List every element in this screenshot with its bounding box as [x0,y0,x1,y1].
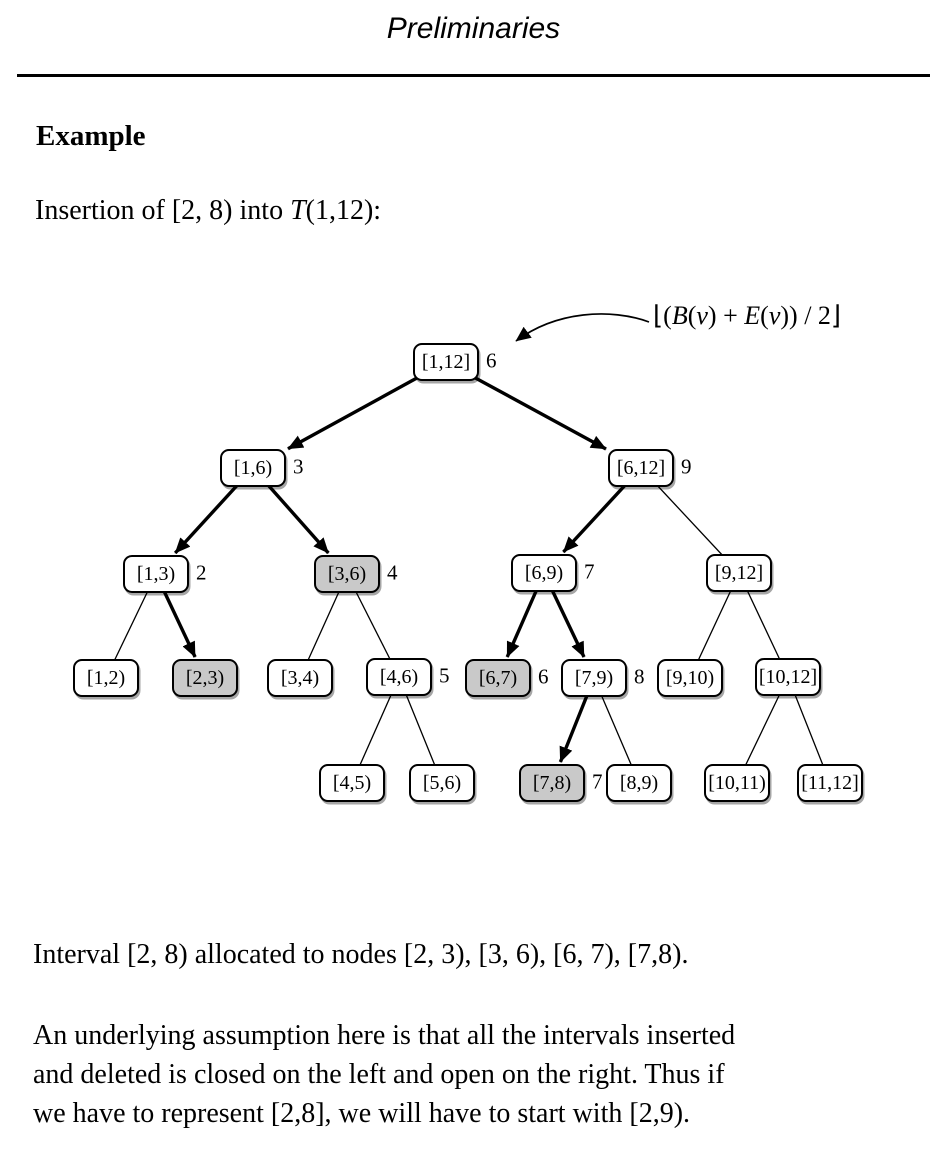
node-midpoint-label: 7 [584,559,595,584]
formula-part: )) / 2 [780,301,831,330]
formula-part: ⌊( [653,301,672,330]
node-interval-box: [11,12] [797,764,863,802]
node-midpoint-label: 5 [439,663,450,688]
node-interval-box: [6,7) [465,659,531,697]
section-heading: Example [36,120,146,152]
node-interval-box: [9,12] [706,554,772,592]
node-midpoint-label: 6 [538,664,549,689]
node-interval-box: [5,6) [409,764,475,802]
node-interval-box: [3,4) [267,659,333,697]
intro-prefix: Insertion of [2, 8) into [35,195,291,226]
formula-part: B [671,301,688,330]
intro-line: Insertion of [2, 8) into T(1,12): [35,195,381,227]
assumption-line-1: An underlying assumption here is that al… [33,1020,736,1051]
node-interval-box: [2,3) [172,659,238,697]
node-interval-box: [3,6) [314,555,380,593]
node-interval-box: [1,3) [123,555,189,593]
node-interval-box: [1,12] [413,343,479,381]
header-rule [17,74,930,77]
node-interval-box: [7,8) [519,764,585,802]
node-interval-box: [10,11) [704,764,770,802]
formula-part: ( [760,301,769,330]
node-midpoint-label: 3 [293,454,304,479]
formula-part: ( [687,301,697,330]
assumption-line-3: we have to represent [2,8], we will have… [33,1098,691,1129]
assumption-line-2: and deleted is closed on the left and op… [33,1059,725,1090]
page-title: Preliminaries [386,12,561,45]
node-interval-box: [1,6) [220,449,286,487]
formula-part: v [696,301,708,330]
formula-part: E [744,301,761,330]
node-interval-box: [6,9) [511,554,577,592]
formula-part: v [768,301,781,330]
allocation-text: Interval [2, 8) allocated to nodes [2, 3… [33,939,689,970]
node-interval-box: [4,6) [366,658,432,696]
node-midpoint-label: 8 [634,664,645,689]
node-midpoint-label: 4 [387,560,398,585]
formula-part: ) [707,301,717,330]
node-midpoint-label: 6 [486,348,497,373]
node-interval-box: [6,12] [608,449,674,487]
formula-part: ⌋ [830,301,842,330]
node-interval-box: [10,12] [755,658,821,696]
intro-tree-symbol: T [290,195,306,226]
node-midpoint-label: 2 [196,560,207,585]
assumption-text: An underlying assumption here is that al… [33,1016,735,1133]
node-interval-box: [4,5) [319,764,385,802]
intro-suffix: (1,12): [305,195,382,226]
node-midpoint-label: 7 [592,769,603,794]
formula-part: + [716,301,745,330]
node-interval-box: [7,9) [561,659,627,697]
node-interval-box: [9,10) [657,659,723,697]
node-interval-box: [1,2) [73,659,139,697]
node-midpoint-label: 9 [681,454,692,479]
annotation-arrow [515,313,650,342]
midpoint-formula-annotation: ⌊(B(v) + E(v)) / 2⌋ [653,301,841,331]
node-interval-box: [8,9) [606,764,672,802]
